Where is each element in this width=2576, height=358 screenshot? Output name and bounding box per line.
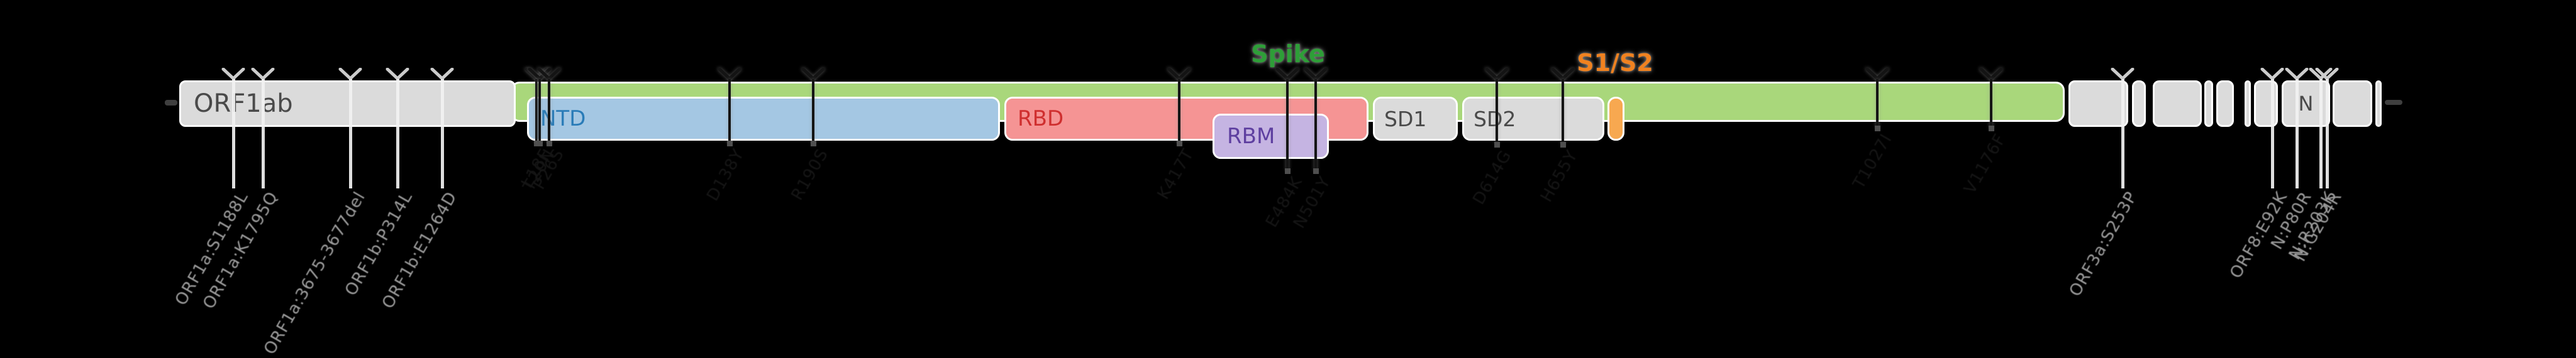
domain-ntd: NTD <box>527 97 1000 141</box>
spike-mutation-pin-foot <box>1494 142 1500 148</box>
domain-rbm: RBM <box>1213 114 1329 159</box>
spike-mutation-pin-foot <box>811 141 816 146</box>
mutation-marker-arrow-icon <box>2315 67 2339 80</box>
spike-mutation-pin-line <box>538 79 541 143</box>
five-prime-end <box>165 100 177 106</box>
spike-mutation-pin-line <box>1286 79 1289 171</box>
spike-mutation-pin-line <box>812 79 814 143</box>
spike-mutation-pin-line <box>1178 79 1180 143</box>
mutation-marker-arrow-icon <box>718 67 741 80</box>
mutation-marker-arrow-icon <box>430 67 454 80</box>
gene-box-orf8 <box>2254 80 2278 127</box>
domain-s1s2-site <box>1607 97 1624 141</box>
mutation-marker-arrow-icon <box>1304 67 1328 80</box>
mutation-marker-arrow-icon <box>537 67 561 80</box>
mutation-label: K417T <box>1154 146 1198 203</box>
spike-mutation-pin-line <box>1990 79 1992 128</box>
mutation-drop-line <box>262 79 265 188</box>
mutation-marker-arrow-icon <box>528 67 552 80</box>
gene-box-orf7a <box>2216 80 2234 127</box>
mutation-marker-arrow-icon <box>1865 67 1889 80</box>
domain-sd2: SD2 <box>1462 97 1604 141</box>
mutation-drop-line <box>2121 79 2124 188</box>
mutation-drop-line <box>2296 79 2299 188</box>
mutation-label: D614G <box>1469 147 1516 209</box>
spike-mutation-pin-foot <box>1313 168 1319 174</box>
gene-box-orf1ab: ORF1ab <box>179 80 516 127</box>
domain-label-rbd: RBD <box>1018 106 1064 131</box>
mutation-drop-line <box>349 79 352 188</box>
gene-box-n: N <box>2282 80 2330 127</box>
gene-box-orf3a <box>2068 80 2128 127</box>
spike-mutation-pin-foot <box>534 141 540 146</box>
mutation-marker-arrow-icon <box>2309 67 2333 80</box>
mutation-marker-arrow-icon <box>1275 67 1299 80</box>
mutation-marker-arrow-icon <box>1485 67 1509 80</box>
spike-mutation-pin-line <box>1314 79 1317 171</box>
domain-label-rbm: RBM <box>1227 124 1275 149</box>
spike-mutation-pin-foot <box>1177 141 1182 146</box>
spike-mutation-pin-line <box>1876 79 1879 128</box>
gene-box-m <box>2153 80 2202 127</box>
spike-mutation-pin-line <box>728 79 731 143</box>
mutation-label: V1176F <box>1960 131 2010 197</box>
mutation-drop-line <box>441 79 444 188</box>
mutation-marker-arrow-icon <box>386 67 409 80</box>
mutation-drop-line <box>2271 79 2274 188</box>
spike-mutation-pin-line <box>535 79 538 143</box>
mutation-drop-line <box>232 79 235 188</box>
mutation-marker-arrow-icon <box>338 67 362 80</box>
mutation-marker-arrow-icon <box>1979 67 2003 80</box>
domain-sd1: SD1 <box>1373 97 1458 141</box>
mutation-marker-arrow-icon <box>221 67 245 80</box>
spike-gene-title: Spike <box>1251 40 1325 68</box>
spike-mutation-pin-foot <box>727 141 733 146</box>
mutation-marker-arrow-icon <box>1551 67 1575 80</box>
s1s2-site-label: S1/S2 <box>1577 49 1653 77</box>
mutation-drop-line <box>2319 79 2323 188</box>
mutation-drop-line <box>396 79 399 188</box>
gene-box-orf6 <box>2204 80 2213 127</box>
mutation-marker-arrow-icon <box>251 67 275 80</box>
gene-label-orf1ab: ORF1ab <box>194 89 293 118</box>
spike-mutation-pin-foot <box>1989 126 1994 131</box>
spike-mutation-pin-foot <box>1285 168 1291 174</box>
gene-box-orf9b <box>2333 80 2372 127</box>
three-prime-end <box>2385 100 2402 105</box>
mutation-drop-line <box>2326 79 2329 188</box>
gene-box-orf7b <box>2245 80 2251 127</box>
mutation-marker-arrow-icon <box>2285 67 2309 80</box>
mutation-marker-arrow-icon <box>2111 67 2135 80</box>
gene-box-e <box>2132 80 2146 127</box>
mutation-label: H655Y <box>1536 147 1582 205</box>
spike-mutation-pin-foot <box>537 141 543 146</box>
mutation-label: T1027I <box>1850 131 1896 192</box>
domain-label-sd2: SD2 <box>1474 106 1516 131</box>
gene-box-orf10 <box>2375 80 2382 127</box>
mutation-label: D138Y <box>703 146 748 205</box>
mutation-marker-arrow-icon <box>2260 67 2284 80</box>
gene-label-n: N <box>2298 92 2314 116</box>
mutation-label: R190S <box>787 146 832 204</box>
mutation-label: ORF3a:S253P <box>2066 188 2141 300</box>
mutation-marker-arrow-icon <box>801 67 825 80</box>
spike-mutation-pin-line <box>1496 79 1498 144</box>
spike-mutation-pin-line <box>548 79 550 143</box>
spike-mutation-pin-foot <box>1875 126 1880 131</box>
spike-mutation-pin-line <box>1562 79 1564 144</box>
domain-label-sd1: SD1 <box>1384 106 1427 131</box>
spike-mutation-pin-foot <box>1560 142 1566 148</box>
spike-mutation-pin-foot <box>547 141 552 146</box>
mutation-marker-arrow-icon <box>1167 67 1191 80</box>
